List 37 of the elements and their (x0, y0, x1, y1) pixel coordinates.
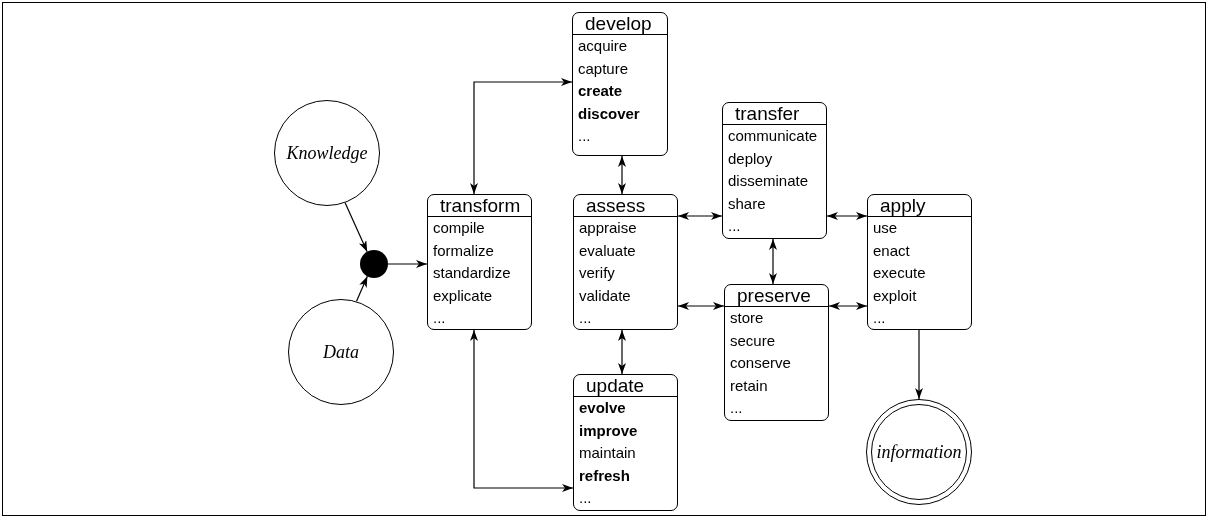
arrow (470, 78, 573, 195)
process-box (573, 194, 678, 330)
verb-list: communicate deploy disseminate share ... (723, 125, 826, 238)
box-heading: transfer (723, 103, 826, 125)
arrow (915, 329, 923, 400)
verb-list: acquire capture create discover ... (573, 35, 667, 148)
arrow (355, 275, 368, 302)
box-heading: update (574, 375, 677, 397)
arrow (826, 212, 868, 220)
verb-list: compile formalize standardize explicate ... (428, 217, 531, 330)
verb-list: use enact execute exploit ... (868, 217, 971, 330)
arrow (618, 155, 626, 195)
process-box (427, 194, 532, 330)
circle-label: Data (323, 340, 359, 364)
box-heading: assess (574, 195, 677, 217)
box-heading: transform (428, 195, 531, 217)
process-box (722, 102, 827, 239)
arrow (769, 238, 777, 285)
verb-list: store secure conserve retain ... (725, 307, 828, 420)
process-box (573, 374, 678, 511)
box-heading: apply (868, 195, 971, 217)
circle-label: information (876, 440, 962, 464)
verb-list: appraise evaluate verify validate ... (574, 217, 677, 330)
arrow (677, 212, 723, 220)
box-heading: preserve (725, 285, 828, 307)
process-box (867, 194, 972, 330)
circle-label: Knowledge (286, 141, 368, 165)
process-box (572, 12, 668, 156)
arrow (387, 260, 428, 268)
arrow (618, 329, 626, 375)
arrow (470, 329, 574, 492)
arrow (677, 302, 725, 310)
box-heading: develop (573, 13, 667, 35)
verb-list: evolve improve maintain refresh ... (574, 397, 677, 510)
arrow (344, 202, 368, 253)
process-box (724, 284, 829, 421)
arrow (828, 302, 868, 310)
